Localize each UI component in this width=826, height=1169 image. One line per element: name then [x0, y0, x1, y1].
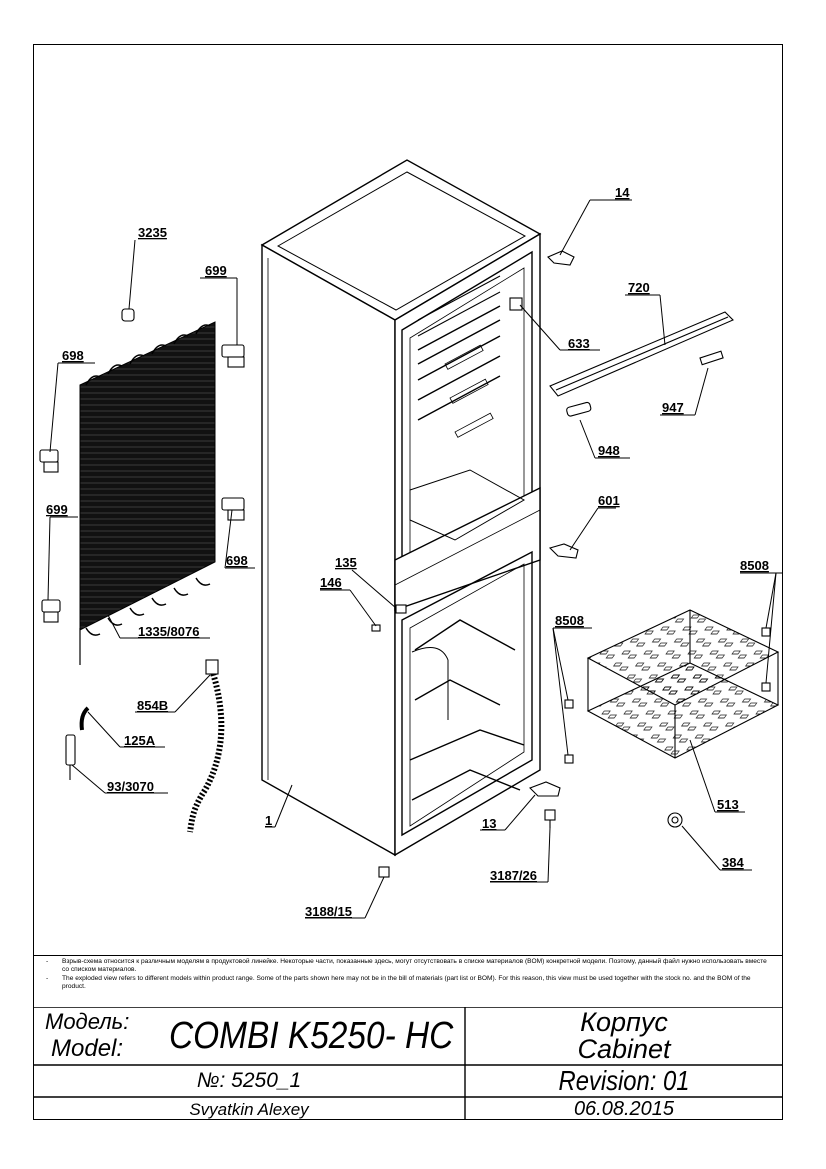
part-label-699: 699	[46, 502, 68, 517]
part-label-1335-8076: 1335/8076	[138, 624, 199, 639]
part-label-3187-26: 3187/26	[490, 868, 537, 883]
part-label-1: 1	[265, 813, 272, 828]
revision: Revision: 01	[558, 1065, 690, 1096]
drawing-number: №: 5250_1	[196, 1069, 302, 1092]
part-name-en: Cabinet	[577, 1034, 671, 1064]
title-block-grid	[33, 1007, 783, 1120]
note-en: The exploded view refers to different mo…	[46, 975, 774, 992]
part-label-698: 698	[226, 553, 248, 568]
part-label-125a: 125A	[124, 733, 156, 748]
part-label-14: 14	[615, 185, 630, 200]
small-parts	[65, 250, 771, 878]
part-label-948: 948	[598, 443, 620, 458]
part-label-8508: 8508	[740, 558, 769, 573]
notes-block: Взрыв-схема относится к различным моделя…	[46, 958, 774, 992]
part-label-93-3070: 93/3070	[107, 779, 154, 794]
part-label-13: 13	[482, 816, 496, 831]
part-label-699: 699	[205, 263, 227, 278]
cabinet-body	[260, 159, 542, 857]
part-label-3235: 3235	[138, 225, 167, 240]
drawing-frame	[33, 44, 783, 1120]
condenser-coil	[79, 321, 216, 665]
clip-parts	[39, 344, 245, 623]
part-label-146: 146	[320, 575, 342, 590]
part-label-8508: 8508	[555, 613, 584, 628]
part-labels: 3235 699 698 699 698 1335/8076 854B 125A…	[46, 185, 769, 919]
model-label-ru: Модель:	[45, 1009, 130, 1034]
model-name: COMBI K5250- HC	[169, 1015, 454, 1057]
part-label-384: 384	[722, 855, 744, 870]
part-label-135: 135	[335, 555, 357, 570]
part-label-720: 720	[628, 280, 650, 295]
part-label-947: 947	[662, 400, 684, 415]
notes-top-rule	[33, 955, 783, 956]
part-label-633: 633	[568, 336, 590, 351]
part-label-854b: 854B	[137, 698, 168, 713]
date: 06.08.2015	[573, 1098, 675, 1120]
part-label-698: 698	[62, 348, 84, 363]
wire-shelf-rack	[586, 609, 780, 759]
title-block: Модель: Model: COMBI K5250- HC Корпус Ca…	[33, 1007, 783, 1120]
model-label-en: Model:	[51, 1035, 124, 1062]
part-label-513: 513	[717, 797, 739, 812]
part-name-ru: Корпус	[580, 1007, 668, 1037]
part-label-601: 601	[598, 493, 620, 508]
part-label-3188-15: 3188/15	[305, 904, 352, 919]
leader-lines	[47, 199, 782, 919]
note-ru: Взрыв-схема относится к различным моделя…	[46, 958, 774, 975]
author: Svyatkin Alexey	[189, 1100, 309, 1119]
